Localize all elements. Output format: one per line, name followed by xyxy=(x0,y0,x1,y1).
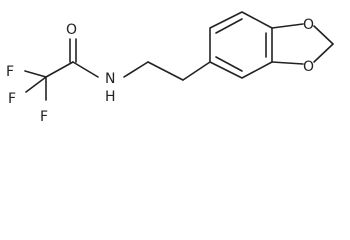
bond-n-ch2 xyxy=(123,61,149,78)
bond-ch2-ch2 xyxy=(147,61,184,81)
fluorine-label-2: F xyxy=(8,91,16,107)
bond-ch2-ring xyxy=(182,61,211,81)
nitrogen-label: N xyxy=(105,71,115,87)
oxygen-carbonyl-label: O xyxy=(66,22,77,38)
fluorine-label-1: F xyxy=(6,64,14,80)
bond-ring-o-top xyxy=(271,23,304,29)
benzene-ring xyxy=(209,11,273,79)
structure-diagram: O N H F F F O O xyxy=(6,11,334,125)
bond-c-n xyxy=(72,61,99,78)
hydrogen-label: H xyxy=(105,89,116,105)
aromatic-bond-3 xyxy=(215,56,243,72)
oxygen-ring-label-1: O xyxy=(303,17,314,33)
bond-cf-1 xyxy=(24,70,47,78)
molecule-svg: O N H F F F O O xyxy=(6,11,334,125)
aromatic-bond-1 xyxy=(215,18,243,34)
bond-c-cf3 xyxy=(45,61,74,78)
bond-cf-2 xyxy=(25,76,47,93)
bond-o-top-ch2 xyxy=(313,25,334,45)
bond-ch2-o-bottom xyxy=(313,43,334,63)
fluorine-label-3: F xyxy=(40,109,48,125)
bond-o-bottom-ring xyxy=(271,61,304,65)
oxygen-ring-label-2: O xyxy=(303,59,314,75)
